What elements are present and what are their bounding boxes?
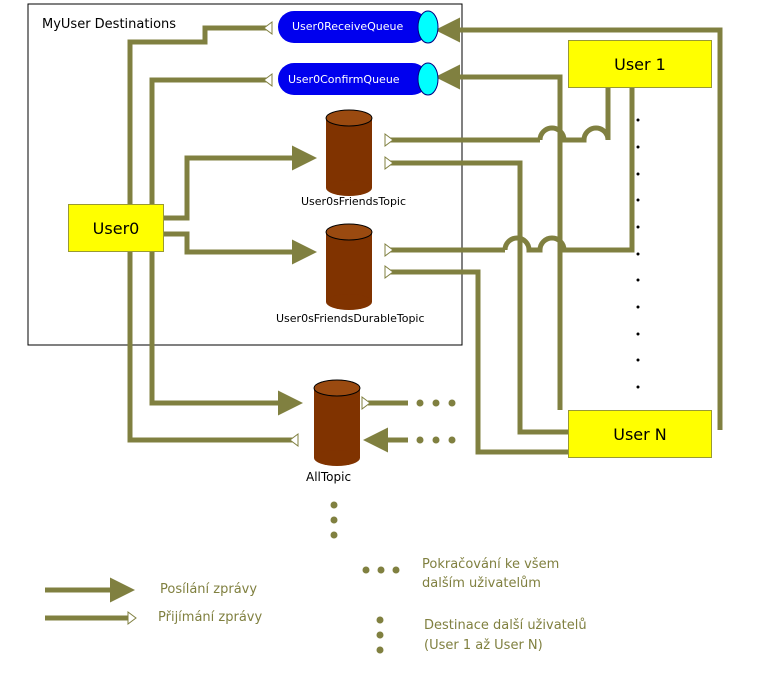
arrow-lines <box>45 17 723 621</box>
user0-to-durable-topic <box>162 231 317 265</box>
legend-send-label: Posílání zprávy <box>160 582 258 597</box>
topic-all <box>313 379 361 466</box>
user0-box: User0 <box>68 204 164 252</box>
continuation-dots <box>330 399 456 654</box>
legend-receive-label: Přijímání zprávy <box>158 610 263 625</box>
usersN-to-receive-queue <box>435 17 723 430</box>
destinations-container <box>27 3 463 346</box>
queue-confirm <box>278 62 439 96</box>
confirm-queue-in-line <box>149 77 272 205</box>
hollow-heads <box>127 21 394 625</box>
alltopic-label: AllTopic <box>306 470 352 484</box>
alltopic-to-user0 <box>127 250 298 443</box>
durable-to-userN <box>385 269 570 455</box>
durable-out-hop <box>502 85 635 253</box>
receive-queue-label: User0ReceiveQueue <box>292 20 404 33</box>
queue-receive <box>278 10 439 44</box>
confirm-queue-label: User0ConfirmQueue <box>288 73 400 86</box>
user1-box: User 1 <box>568 40 712 88</box>
legend-continue-line1: Pokračování ke všem <box>422 557 560 572</box>
receive-queue-in-line <box>127 25 272 205</box>
durable-topic-label: User0sFriendsDurableTopic <box>276 312 425 325</box>
legend-dest-line2: (User 1 až User N) <box>424 638 543 653</box>
friends-topic-to-userN <box>385 160 570 435</box>
legend-dest-line1: Destinace další uživatelů <box>424 618 587 633</box>
userN-box: User N <box>568 410 712 458</box>
friends-topic-hop <box>537 125 611 143</box>
friends-topic-label: User0sFriendsTopic <box>301 195 407 208</box>
user0-to-friends-topic <box>162 145 317 221</box>
user-column-dots <box>636 118 640 389</box>
legend-continue-line2: dalším uživatelům <box>422 576 541 591</box>
topic-friends <box>325 109 373 196</box>
users-to-confirm-queue <box>435 64 563 410</box>
container-title: MyUser Destinations <box>42 17 177 32</box>
user0-to-alltopic <box>149 250 303 416</box>
topic-durable <box>325 223 373 310</box>
